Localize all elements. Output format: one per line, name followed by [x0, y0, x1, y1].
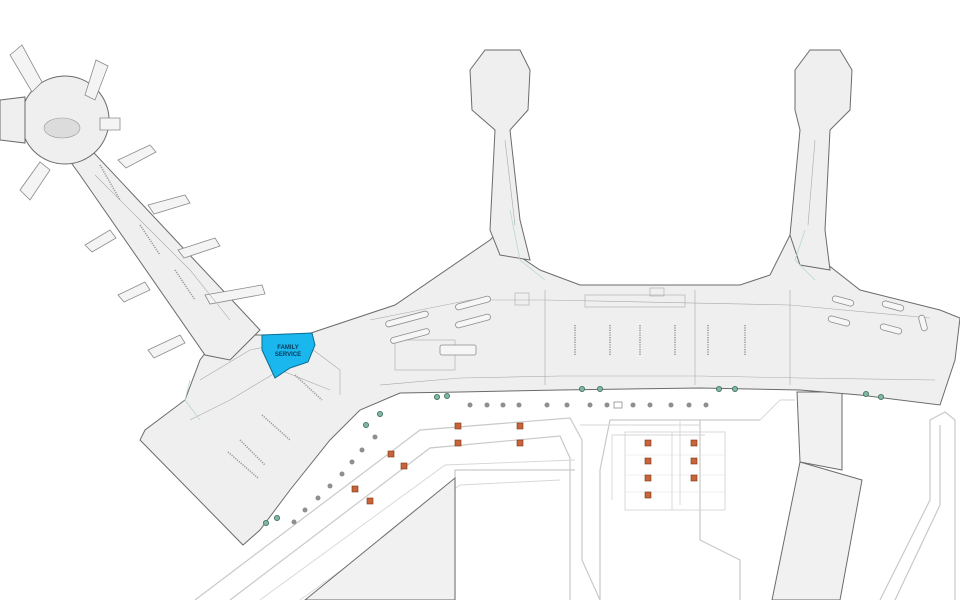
- bollard-icon: [349, 459, 355, 465]
- transit-stop-icon: [454, 422, 462, 430]
- transit-stop-icon: [400, 462, 408, 470]
- bollard-icon: [564, 402, 570, 408]
- door-icon: [262, 520, 269, 527]
- main-terminal: [139, 229, 960, 546]
- parking-block-left: [304, 476, 456, 600]
- north-pier-right: [789, 49, 853, 271]
- transit-stop-icon: [644, 439, 652, 447]
- bollard-icon: [668, 402, 674, 408]
- door-icon: [716, 385, 723, 392]
- family-service-area[interactable]: FAMILY SERVICE: [261, 332, 316, 379]
- rotunda-wing: [0, 96, 26, 144]
- transit-stop-icon: [516, 422, 524, 430]
- curb-bollards: [291, 401, 709, 525]
- bollard-icon: [703, 402, 709, 408]
- rotunda-arm-e: [99, 117, 121, 131]
- bollard-icon: [544, 402, 550, 408]
- transit-stop-icon: [351, 485, 359, 493]
- rotunda-arm-sw: [19, 161, 51, 201]
- door-icon: [443, 392, 450, 399]
- interior-walls: [94, 139, 936, 421]
- roadways: [194, 399, 956, 600]
- family-service-polygon[interactable]: [261, 332, 316, 379]
- parking-lot: [624, 431, 726, 511]
- door-icon: [273, 515, 280, 522]
- door-icon: [732, 385, 739, 392]
- family-service-label-1: FAMILY: [277, 345, 298, 351]
- bollard-icon: [604, 402, 610, 408]
- bollard-icon: [467, 402, 473, 408]
- transit-stop-icon: [644, 474, 652, 482]
- transit-stop-icon: [690, 457, 698, 465]
- transit-stop-icon: [644, 457, 652, 465]
- bollard-icon: [587, 402, 593, 408]
- transit-stops: [351, 422, 698, 505]
- rotunda-arm-nw: [9, 44, 43, 93]
- rotunda-arm-ne: [84, 59, 109, 101]
- bollard-icon: [339, 471, 345, 477]
- check-in-islands: [385, 295, 928, 356]
- transit-stop-icon: [387, 450, 395, 458]
- transit-stop-icon: [454, 439, 462, 447]
- family-service-label-2: SERVICE: [275, 352, 301, 358]
- bollard-icon: [302, 507, 308, 513]
- seating-rows: [99, 164, 746, 479]
- parking-block-top: [796, 391, 843, 471]
- transit-stop-icon: [516, 439, 524, 447]
- door-icon: [362, 421, 369, 428]
- left-pier: [61, 137, 261, 361]
- door-icon: [579, 385, 586, 392]
- bollard-icon: [291, 519, 297, 525]
- door-icon: [597, 385, 604, 392]
- bollard-icon: [359, 447, 365, 453]
- bollard-icon: [315, 495, 321, 501]
- bollard-icon: [686, 402, 692, 408]
- transit-stop-icon: [644, 491, 652, 499]
- bollard-icon: [516, 402, 522, 408]
- walkways: [184, 209, 816, 421]
- bollard-icon: [500, 402, 506, 408]
- north-pier-left: [469, 49, 531, 261]
- transit-stop-icon: [690, 439, 698, 447]
- left-pier-gate-arms: [84, 144, 266, 359]
- bollard-icon: [484, 402, 490, 408]
- door-icon: [376, 410, 383, 417]
- bollard-icon: [630, 402, 636, 408]
- transit-stop-icon: [690, 474, 698, 482]
- transit-stop-icon: [366, 497, 374, 505]
- parking-block-right: [771, 461, 863, 600]
- bollard-icon: [372, 434, 378, 440]
- door-icon: [433, 393, 440, 400]
- door-icon: [878, 393, 885, 400]
- bollard-icon: [647, 402, 653, 408]
- door-icon: [863, 390, 870, 397]
- curbside-doors: [262, 385, 885, 527]
- bollard-icon: [327, 483, 333, 489]
